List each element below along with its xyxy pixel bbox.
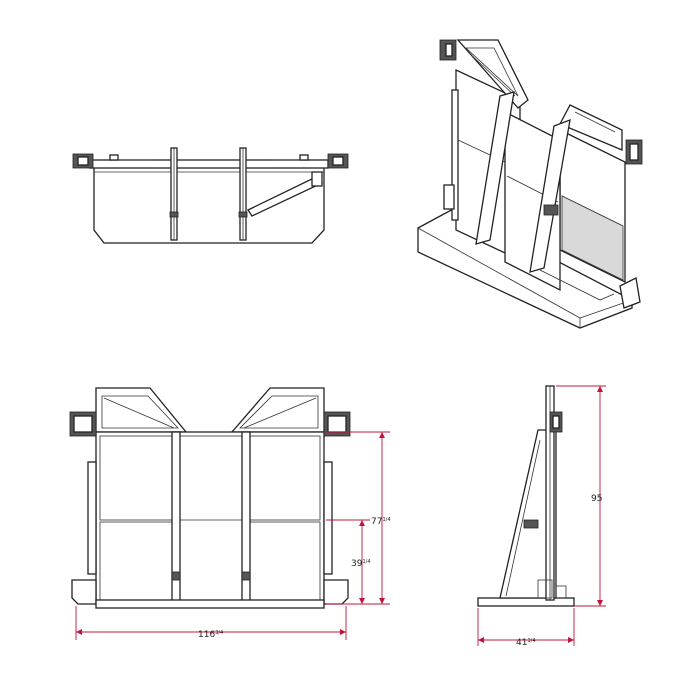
dim-inner-height: 771/4	[371, 517, 391, 527]
top-view	[72, 147, 349, 244]
dim-overall-height: 95	[591, 494, 602, 504]
dim-depth: 411/4	[516, 638, 536, 648]
side-view	[477, 385, 575, 607]
front-view	[69, 387, 351, 609]
isometric-view	[417, 39, 643, 329]
dim-overall-width: 1163/4	[198, 630, 223, 640]
dimension-arrows	[76, 386, 603, 643]
dim-mid-height: 391/4	[351, 559, 371, 569]
dimension-lines	[75, 385, 606, 646]
